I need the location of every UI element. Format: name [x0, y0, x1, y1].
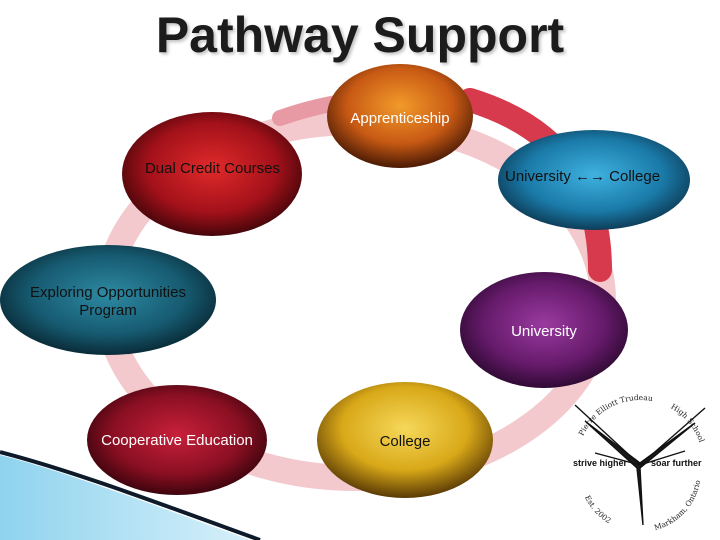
corner-wave-line — [0, 450, 261, 540]
corner-wave-decoration — [0, 455, 250, 540]
node-college — [317, 382, 493, 498]
node-exploring — [0, 245, 216, 355]
node-dual-credit — [122, 112, 302, 236]
node-label-exploring: Exploring Opportunities Program — [30, 284, 186, 319]
svg-text:Markham, Ontario: Markham, Ontario — [653, 479, 702, 532]
node-label-university: University — [511, 323, 577, 340]
svg-text:Est. 2002: Est. 2002 — [583, 494, 613, 526]
node-label-cooperative: Cooperative Education — [101, 432, 253, 449]
node-label-university-college: University ←→ College — [505, 168, 661, 185]
svg-text:Pierre Elliott Trudeau: Pierre Elliott Trudeau — [577, 393, 654, 437]
logo-arc-bottom-left: Est. 2002 — [583, 494, 613, 526]
node-cooperative — [87, 385, 267, 495]
node-label-apprenticeship: Apprenticeship — [350, 110, 450, 127]
logo-star-emblem — [574, 404, 706, 526]
logo-arc-bottom-right: Markham, Ontario — [653, 479, 702, 532]
logo-arc-top-left: Pierre Elliott Trudeau — [577, 393, 654, 437]
node-apprenticeship — [327, 64, 473, 168]
node-label-college: College — [379, 433, 431, 450]
node-university — [460, 272, 628, 388]
school-logo: Pierre Elliott Trudeau High School Est. … — [573, 393, 706, 532]
page-title: Pathway Support — [155, 7, 565, 63]
logo-right-text: soar further — [651, 458, 702, 468]
node-label-dual-credit: Dual Credit Courses — [144, 160, 281, 177]
logo-left-text: strive higher — [573, 458, 628, 468]
node-university-college — [498, 130, 690, 230]
